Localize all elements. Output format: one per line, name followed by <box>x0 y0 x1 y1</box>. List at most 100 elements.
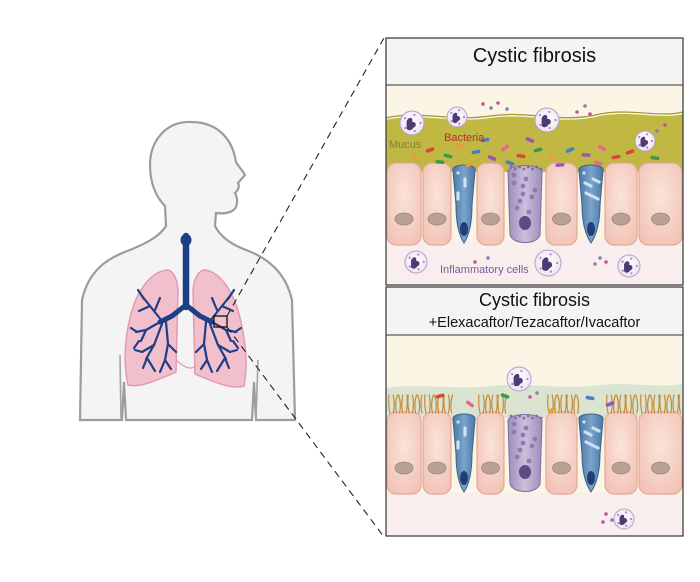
cell-nucleus <box>611 461 631 475</box>
microvilli <box>535 414 539 418</box>
microvilli <box>539 416 543 420</box>
panel-treated-submucosa <box>386 493 683 536</box>
bacterium <box>525 137 535 143</box>
cilium <box>420 394 423 414</box>
debris-dot <box>489 106 493 110</box>
bacterium <box>465 400 475 408</box>
right-bronchioles <box>194 288 243 374</box>
panel-cf-title: Cystic fibrosis <box>472 45 597 67</box>
neutrophil-granule <box>539 114 542 117</box>
neutrophil-granule <box>520 369 523 373</box>
bacterium <box>533 147 543 153</box>
microvilli <box>526 165 530 169</box>
cilium <box>666 394 670 414</box>
panel-treated-header <box>386 287 683 335</box>
cilium <box>398 394 401 414</box>
mucin-granule <box>456 440 460 444</box>
cell-nucleus <box>394 212 414 226</box>
panel-cf-frame <box>385 37 684 286</box>
cilium <box>434 394 437 414</box>
zoom-region-marker <box>213 315 228 328</box>
goblet-cell <box>452 413 476 493</box>
neutrophil-granule <box>417 253 420 256</box>
mucin-granule <box>584 440 588 444</box>
bacterium <box>611 154 621 160</box>
neutrophil-nucleus <box>624 261 633 273</box>
debris-dot <box>604 260 608 264</box>
epithelial-cell <box>476 162 505 246</box>
neutrophil-granule <box>408 265 411 268</box>
cell-nucleus <box>651 212 670 226</box>
neutrophil-granule <box>419 121 422 125</box>
granule <box>520 183 526 189</box>
bacterium <box>487 155 497 161</box>
mucin-granule <box>463 177 467 181</box>
microvilli <box>513 416 517 420</box>
debris-dot <box>598 256 602 260</box>
cilium <box>616 394 619 414</box>
debris-dot <box>583 104 587 108</box>
inflammatory-cells-sparse <box>506 366 635 530</box>
right-bronchus <box>183 302 215 325</box>
bacterium <box>505 160 515 166</box>
microvilli <box>518 165 521 169</box>
neutrophil-granule <box>539 123 542 127</box>
granule <box>517 198 523 204</box>
cilium <box>405 394 408 414</box>
cilium <box>632 394 636 414</box>
neutrophil-nucleus <box>411 257 420 269</box>
cilium <box>635 394 639 414</box>
neutrophil-granule <box>646 146 649 149</box>
neutrophil-granule <box>450 120 453 123</box>
granule <box>511 429 517 435</box>
cilium <box>497 394 500 414</box>
bacterium <box>547 406 557 414</box>
neutrophil-granule <box>417 268 420 271</box>
cilium <box>623 394 626 414</box>
cilium <box>644 394 647 414</box>
bacterium <box>480 137 490 143</box>
cilium <box>576 394 580 414</box>
neutrophil-granule <box>413 129 416 133</box>
microvilli <box>531 416 534 420</box>
mucin-granule <box>463 426 467 430</box>
cilium <box>657 394 660 414</box>
cilium <box>570 394 573 414</box>
cilium <box>392 394 395 414</box>
bacterium <box>435 393 445 399</box>
cilium <box>659 394 662 414</box>
neutrophil-granule <box>556 261 559 265</box>
granule <box>520 440 526 446</box>
neutrophil-granule <box>408 256 411 259</box>
secretory-cell <box>507 414 543 492</box>
granule <box>517 447 523 453</box>
cilia <box>388 394 681 414</box>
cilium <box>450 394 454 414</box>
neutrophil-granule <box>638 135 641 139</box>
mucus-layer <box>386 114 683 172</box>
granule <box>526 458 532 464</box>
cilium <box>388 394 391 414</box>
neutrophil-granule <box>650 139 654 143</box>
panel-cf-header <box>386 38 683 85</box>
cell-nucleus <box>427 212 447 226</box>
cilium <box>625 394 628 414</box>
goblet-nucleus <box>460 222 468 236</box>
microvilli <box>539 167 543 171</box>
cilium <box>669 394 673 414</box>
neutrophil-granule <box>511 382 514 386</box>
inflammatory-cells-group <box>399 101 667 278</box>
cilium <box>564 394 567 414</box>
neutrophil-nucleus <box>541 114 551 128</box>
larynx <box>180 234 192 246</box>
cilium <box>619 394 622 414</box>
granule <box>523 176 529 182</box>
bacterium <box>581 152 591 158</box>
microvilli <box>509 414 513 418</box>
epithelial-cell <box>638 411 683 495</box>
bacterium <box>435 159 445 165</box>
secretory-nucleus <box>519 216 531 230</box>
cilium <box>443 394 446 414</box>
microvilli <box>526 414 530 418</box>
debris-dot <box>481 102 485 106</box>
